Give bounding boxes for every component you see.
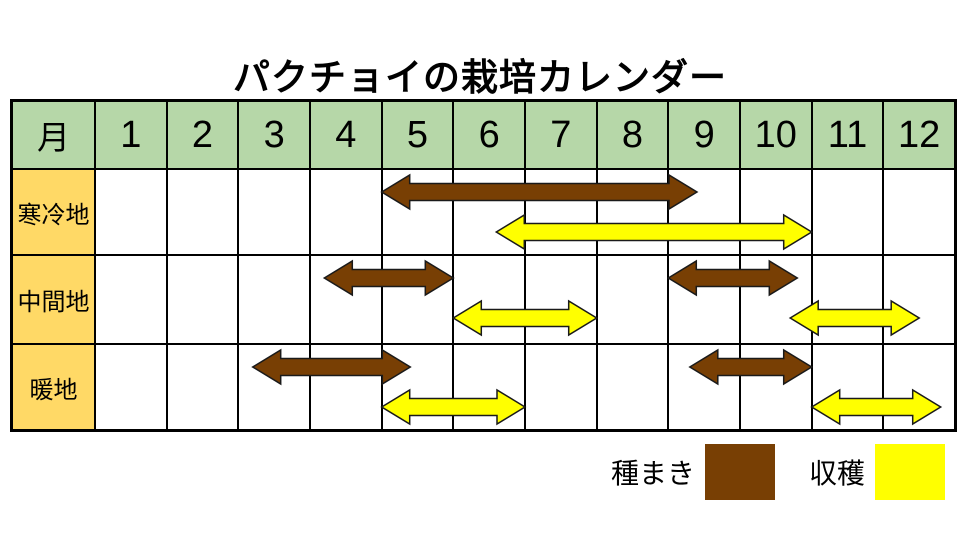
month-header-cell: 12: [883, 101, 955, 169]
month-header-cell: 1: [95, 101, 167, 169]
calendar-cell: [166, 169, 239, 255]
calendar-cell: [381, 169, 454, 255]
calendar-cell: [238, 169, 310, 255]
calendar-cell: [238, 344, 310, 430]
month-header-cell: 11: [811, 101, 884, 169]
calendar-cell: [668, 344, 740, 430]
legend-item-harvest: 収穫: [809, 444, 946, 500]
calendar-cell: [238, 255, 310, 344]
legend-item-sowing: 種まき: [611, 444, 776, 500]
calendar-cell: [95, 344, 167, 430]
calendar-cell: [381, 255, 454, 344]
calendar-cell: [309, 344, 382, 430]
month-header-cell: 3: [238, 101, 310, 169]
calendar-cell: [883, 255, 955, 344]
month-header-cell: 4: [309, 101, 382, 169]
legend-sowing-label: 種まき: [611, 458, 696, 489]
legend-harvest-label: 収穫: [809, 458, 866, 489]
calendar-cell: [739, 344, 812, 430]
month-header-cell: 6: [453, 101, 525, 169]
calendar-cell: [166, 344, 239, 430]
calendar-cell: [596, 255, 669, 344]
legend-sowing-swatch: [705, 444, 776, 500]
legend-harvest-swatch: [875, 444, 946, 500]
region-label: 中間地: [12, 255, 95, 344]
calendar-cell: [811, 255, 884, 344]
month-header-cell: 5: [381, 101, 454, 169]
month-header-corner: 月: [12, 101, 95, 169]
month-header-cell: 2: [166, 101, 239, 169]
month-header-cell: 8: [596, 101, 669, 169]
calendar-cell: [739, 255, 812, 344]
calendar-cell: [739, 169, 812, 255]
region-label: 寒冷地: [12, 169, 95, 255]
calendar-cell: [95, 169, 167, 255]
month-header-cell: 7: [524, 101, 597, 169]
calendar-cell: [453, 344, 525, 430]
calendar-cell: [453, 169, 525, 255]
calendar-cell: [381, 344, 454, 430]
region-label: 暖地: [12, 344, 95, 430]
calendar-cell: [524, 255, 597, 344]
calendar-cell: [524, 169, 597, 255]
calendar-cell: [95, 255, 167, 344]
calendar-cell: [309, 255, 382, 344]
calendar-cell: [811, 169, 884, 255]
calendar-cell: [166, 255, 239, 344]
month-header-cell: 9: [668, 101, 740, 169]
calendar-cell: [668, 169, 740, 255]
page-title: パクチョイの栽培カレンダー: [233, 57, 727, 98]
calendar-cell: [524, 344, 597, 430]
calendar-cell: [811, 344, 884, 430]
calendar-cell: [596, 344, 669, 430]
calendar-cell: [453, 255, 525, 344]
calendar-cell: [309, 169, 382, 255]
calendar-cell: [883, 169, 955, 255]
calendar-cell: [596, 169, 669, 255]
calendar-cell: [668, 255, 740, 344]
month-header-cell: 10: [739, 101, 812, 169]
calendar-cell: [883, 344, 955, 430]
